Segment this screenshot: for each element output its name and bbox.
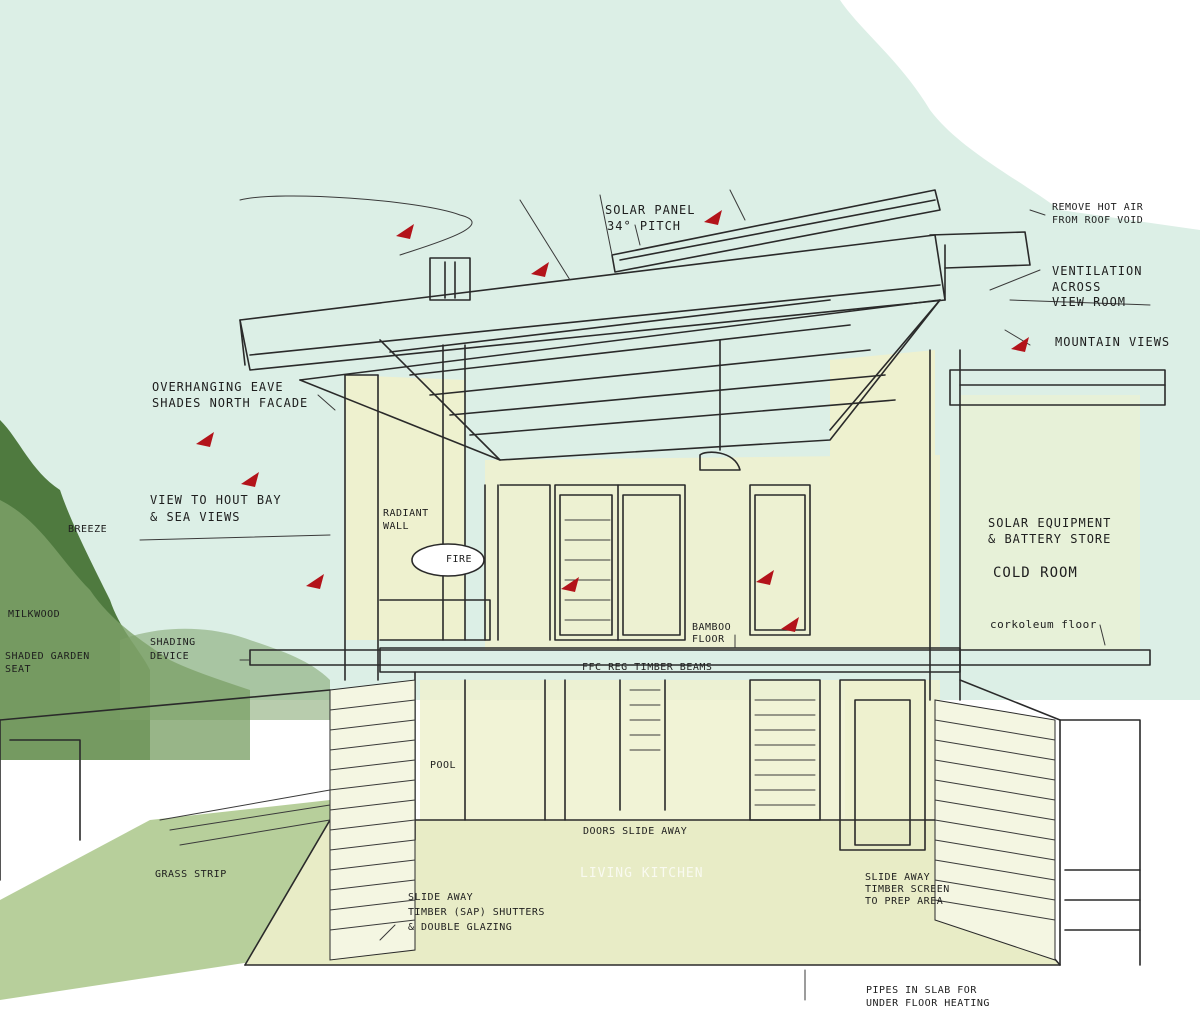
label-shaded-garden-seat-1: SHADED GARDEN — [5, 651, 90, 662]
label-ventilation-3: VIEW ROOM — [1052, 295, 1127, 309]
label-bamboo-floor-1: BAMBOO — [692, 622, 732, 633]
label-milkwood: MILKWOOD — [8, 609, 61, 620]
red-leaves — [196, 210, 1029, 632]
building-frame — [0, 344, 1151, 966]
label-fire: FIRE — [446, 554, 473, 565]
label-bamboo-floor-2: FLOOR — [692, 634, 725, 645]
label-shading-device-2: DEVICE — [150, 651, 190, 662]
label-shading-device-1: SHADING — [150, 637, 196, 648]
label-shaded-garden-seat-2: SEAT — [5, 664, 32, 675]
red-leaf-10 — [781, 617, 799, 632]
label-pipes-in-slab-1: PIPES IN SLAB FOR — [866, 985, 977, 996]
building-wash — [245, 350, 1140, 965]
label-view-to-hout-bay-2: & SEA VIEWS — [150, 510, 241, 524]
label-slide-away-screen-1: SLIDE AWAY — [865, 872, 931, 883]
label-breeze: BREEZE — [68, 524, 108, 535]
label-slide-away-screen-3: TO PREP AREA — [865, 896, 944, 907]
annotation-arrows — [139, 189, 1151, 1001]
label-solar-equipment-2: & BATTERY STORE — [988, 532, 1112, 546]
label-slide-away-shutters-1: SLIDE AWAY — [408, 892, 474, 903]
label-remove-hot-air-1: REMOVE HOT AIR — [1052, 202, 1144, 213]
label-mountain-views: MOUNTAIN VIEWS — [1055, 335, 1171, 349]
label-ffc-beams: FFC REG TIMBER BEAMS — [582, 662, 713, 673]
garden-foliage — [0, 420, 330, 760]
red-leaf-6 — [241, 472, 259, 487]
label-solar-panel: SOLAR PANEL — [605, 203, 696, 217]
red-leaf-7 — [306, 574, 324, 589]
label-radiant-wall-2: WALL — [383, 521, 410, 532]
label-pool: POOL — [430, 760, 457, 771]
label-remove-hot-air-2: FROM ROOF VOID — [1052, 215, 1144, 226]
label-corkoleum-floor: corkoleum floor — [990, 618, 1097, 631]
label-overhanging-eave-1: OVERHANGING EAVE — [152, 380, 284, 394]
fire-sign — [411, 543, 485, 577]
grass-strip — [0, 800, 330, 1000]
red-leaf-8 — [561, 577, 579, 592]
red-leaf-9 — [756, 570, 774, 585]
label-cold-room: COLD ROOM — [993, 565, 1078, 581]
timber-shutters — [159, 519, 1056, 961]
roof-structure — [239, 189, 1166, 471]
label-slide-away-shutters-2: TIMBER (SAP) SHUTTERS — [408, 907, 545, 918]
red-leaf-2 — [531, 262, 549, 277]
red-leaf-5 — [196, 432, 214, 447]
label-grass-strip: GRASS STRIP — [155, 869, 227, 880]
label-pitch: 34° PITCH — [607, 219, 682, 233]
label-radiant-wall-1: RADIANT — [383, 508, 429, 519]
label-pipes-in-slab-2: UNDER FLOOR HEATING — [866, 998, 990, 1009]
label-solar-equipment-1: SOLAR EQUIPMENT — [988, 516, 1112, 530]
red-leaf-4 — [1011, 337, 1029, 352]
label-living-kitchen: LIVING KITCHEN — [580, 866, 704, 881]
label-doors-slide-away: DOORS SLIDE AWAY — [583, 826, 688, 837]
label-ventilation-1: VENTILATION — [1052, 264, 1143, 278]
label-ventilation-2: ACROSS — [1052, 280, 1102, 294]
label-slide-away-shutters-3: & DOUBLE GLAZING — [408, 922, 513, 933]
label-slide-away-screen-2: TIMBER SCREEN — [865, 884, 950, 895]
red-leaf-3 — [704, 210, 722, 225]
red-leaf-1 — [396, 224, 414, 239]
label-overhanging-eave-2: SHADES NORTH FACADE — [152, 396, 309, 410]
label-view-to-hout-bay-1: VIEW TO HOUT BAY — [150, 493, 282, 507]
